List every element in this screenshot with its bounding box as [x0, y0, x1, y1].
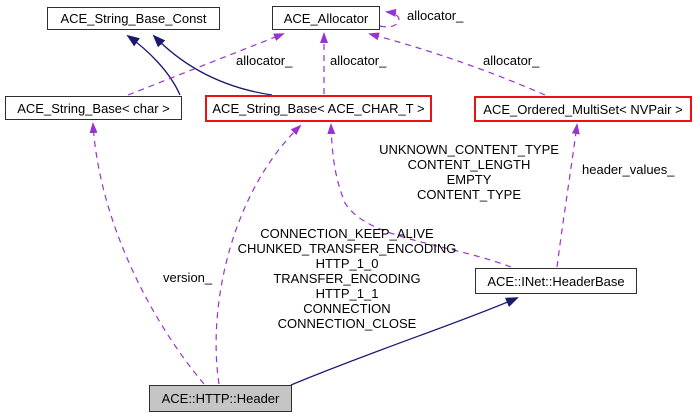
node-ace-http-header-current: ACE::HTTP::Header — [149, 385, 292, 412]
node-ace-string-base-ace-char-t[interactable]: ACE_String_Base< ACE_CHAR_T > — [205, 95, 432, 122]
node-ace-ordered-multiset-nvpair[interactable]: ACE_Ordered_MultiSet< NVPair > — [474, 96, 692, 122]
edge-label-allocator-from-char: allocator_ — [236, 53, 293, 68]
node-ace-allocator[interactable]: ACE_Allocator — [272, 6, 380, 30]
edge-label-header-values: header_values_ — [582, 162, 675, 177]
node-ace-string-base-char[interactable]: ACE_String_Base< char > — [5, 96, 182, 120]
edge-label-header-string-constants: CONNECTION_KEEP_ALIVE CHUNKED_TRANSFER_E… — [237, 226, 457, 331]
node-ace-string-base-const[interactable]: ACE_String_Base_Const — [47, 7, 220, 30]
edge-usage-allocator-self-loop — [379, 8, 400, 28]
edge-label-version: version_ — [163, 270, 213, 285]
edge-label-allocator-from-multiset: allocator_ — [483, 53, 540, 68]
edge-inherit-charbox-to-const — [126, 34, 181, 96]
edge-usage-header-to-charbox-version — [89, 122, 205, 385]
node-ace-inet-headerbase[interactable]: ACE::INet::HeaderBase — [475, 268, 637, 294]
edge-label-headerbase-string-constants: UNKNOWN_CONTENT_TYPE CONTENT_LENGTH EMPT… — [379, 142, 559, 202]
edge-label-allocator-self: allocator_ — [407, 8, 464, 23]
edge-label-allocator-from-char-t: allocator_ — [330, 53, 387, 68]
